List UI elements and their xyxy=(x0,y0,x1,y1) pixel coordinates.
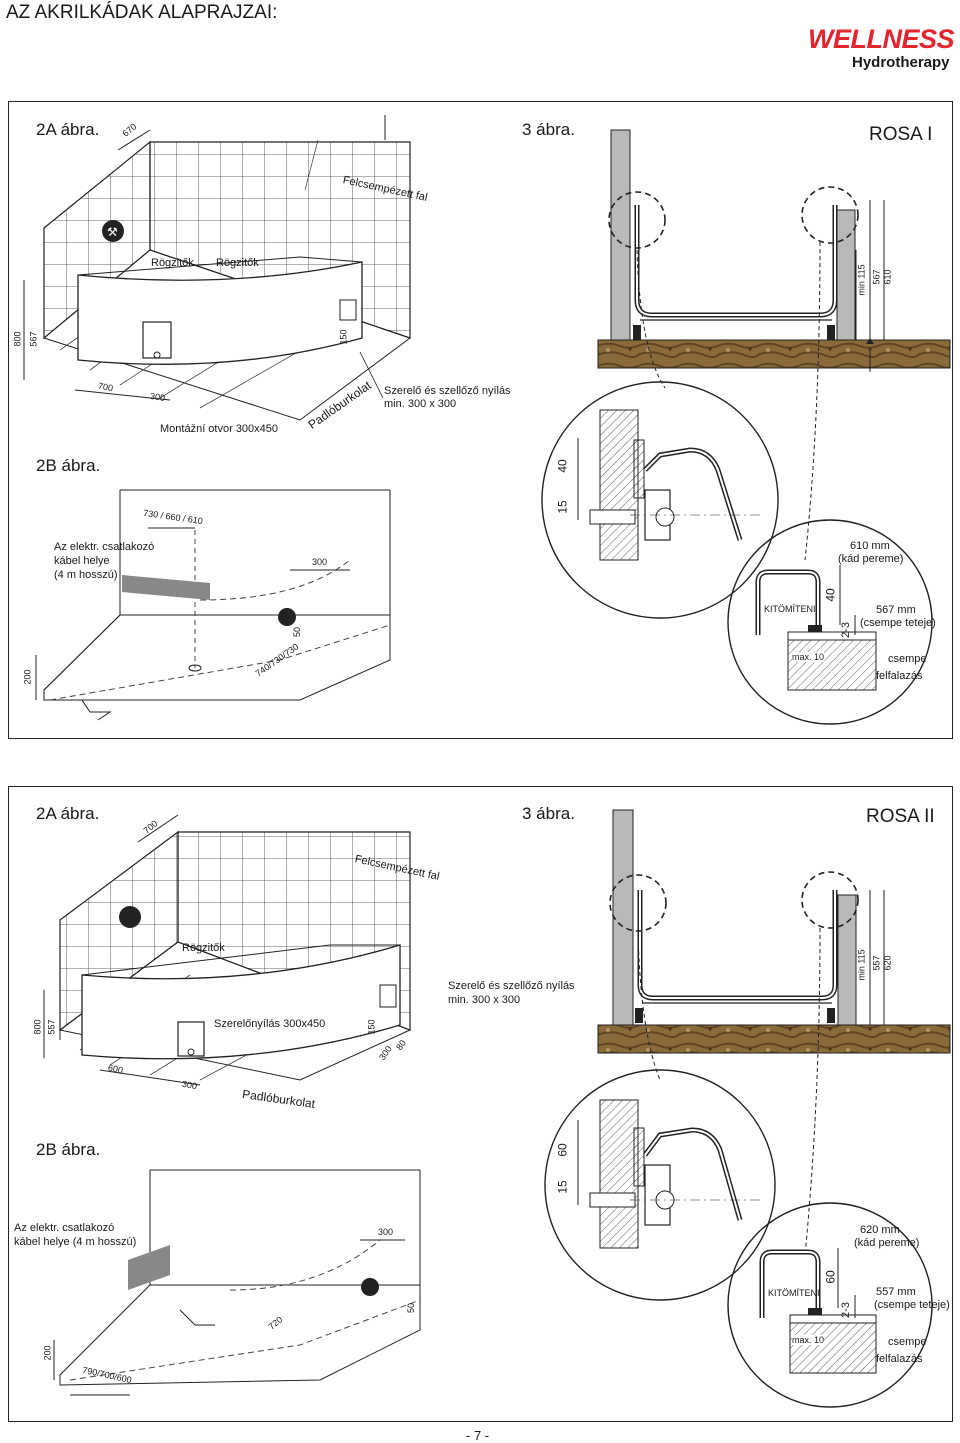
rosa-1-rim-label-2: (kád pereme) xyxy=(838,553,904,565)
rosa-1-anchors-label-1: Rögzitők xyxy=(151,257,194,269)
rosa-1-fig3-section xyxy=(597,129,951,372)
rosa-1-tile-top-label-2: (csempe teteje) xyxy=(860,617,936,629)
rosa-1-fig2a-tub: ⚒ xyxy=(77,220,363,365)
rosa-1-dim-40: 40 xyxy=(555,459,570,473)
rosa-1-panel xyxy=(8,101,953,739)
rosa-1-detail-anchor xyxy=(541,381,779,619)
rosa-1-cable-label-1: Az elektr. csatlakozó xyxy=(54,541,155,553)
rosa-2-rim-label-1: 620 mm xyxy=(860,1224,900,1236)
rosa-2-detail-anchor xyxy=(544,1069,776,1301)
rosa-1-masonry-label: felfalazás xyxy=(876,670,923,682)
rosa-2-dim-50: 50 xyxy=(406,1302,417,1314)
rosa-2-anchors-label: Rögzitők xyxy=(182,942,225,954)
rosa-1-tile-top-label-1: 567 mm xyxy=(876,604,916,616)
rosa-2-cable-label-2: kábel helye (4 m hosszú) xyxy=(14,1236,137,1248)
rosa-2-model-name: ROSA II xyxy=(866,806,935,827)
rosa-1-dim-800: 800 xyxy=(12,331,23,347)
rosa-2-dim-620: 620 xyxy=(882,955,893,971)
rosa-2-dim-150: 150 xyxy=(366,1019,377,1035)
rosa-2-panel xyxy=(8,786,953,1422)
rosa-2-fig2a-tub xyxy=(81,906,401,1060)
rosa-2-cable-label-1: Az elektr. csatlakozó xyxy=(14,1222,115,1234)
rosa-1-dim-2-3: 2-3 xyxy=(839,622,852,638)
rosa-1-dim-300a: 300 xyxy=(149,391,166,403)
rosa-2-dim-557b: 557 xyxy=(871,955,882,971)
rosa-1-dim-610: 610 xyxy=(882,269,893,285)
rosa-2-fill-label: KITÖMÍTENI xyxy=(768,1288,820,1298)
rosa-1-detail-rim xyxy=(727,519,933,725)
rosa-2-tile-label: csempe xyxy=(888,1336,927,1348)
rosa-1-dim-567: 567 xyxy=(28,331,39,347)
rosa-1-vent-label-2: min. 300 x 300 xyxy=(384,398,457,410)
rosa-2-masonry-label: felfalazás xyxy=(876,1353,923,1365)
rosa-2-tile-top-label-2: (csempe teteje) xyxy=(874,1299,950,1311)
rosa-2-dim-557: 557 xyxy=(46,1019,57,1035)
rosa-1-anchors-label-2: Rögzitők xyxy=(216,257,259,269)
rosa-2-max10: max. 10 xyxy=(792,1335,825,1345)
rosa-1-cable-label-2: kábel helye xyxy=(54,555,110,567)
rosa-2-fig2a-title: 2A ábra. xyxy=(36,804,100,823)
rosa-2-fig2b-title: 2B ábra. xyxy=(36,1140,101,1159)
rosa-2-rim-label-2: (kád pereme) xyxy=(854,1237,920,1249)
rosa-1-cable-label-3: (4 m hosszú) xyxy=(54,569,118,581)
rosa-1-model-name: ROSA I xyxy=(869,124,933,145)
rosa-2-mount-hole-label: Szerelőnyílás 300x450 xyxy=(214,1018,326,1030)
rosa-2-dim-60: 60 xyxy=(555,1143,570,1157)
rosa-1-dim-200: 200 xyxy=(22,669,33,685)
rosa-1-dim-150: 150 xyxy=(338,329,349,345)
page-title: AZ AKRILKÁDAK ALAPRAJZAI: xyxy=(6,2,278,23)
rosa-1-dim-567b: 567 xyxy=(871,269,882,285)
rosa-2-vent-label-2: min. 300 x 300 xyxy=(448,994,521,1006)
rosa-2-dim-2-3: 2-3 xyxy=(839,1302,852,1318)
rosa-1-dim-15: 15 xyxy=(555,500,570,514)
rosa-1-rim-label-1: 610 mm xyxy=(850,540,890,552)
brand-logo-subtitle: Hydrotherapy xyxy=(852,54,950,71)
rosa-1-dim-min115: min 115 xyxy=(856,264,867,296)
rosa-1-tile-label: csempe xyxy=(888,653,927,665)
rosa-2-detail-rim xyxy=(727,1202,933,1408)
rosa-1-dim-40b: 40 xyxy=(823,588,838,602)
rosa-2-dim-min115: min 115 xyxy=(856,949,867,981)
rosa-2-fig3-section xyxy=(597,809,951,1054)
rosa-2-dim-200: 200 xyxy=(42,1345,53,1361)
rosa-2-dim-15: 15 xyxy=(555,1180,570,1194)
rosa-1-fill-label: KITÖMÍTENI xyxy=(764,604,816,614)
rosa-1-fig3-title: 3 ábra. xyxy=(522,120,575,139)
rosa-1-max10: max. 10 xyxy=(792,652,825,662)
rosa-2-dim-300b: 300 xyxy=(378,1227,394,1237)
rosa-2-dim-60b: 60 xyxy=(823,1270,838,1284)
rosa-2-fig2b-outline xyxy=(59,1169,421,1386)
brand-logo: WELLNESS xyxy=(808,24,955,54)
rosa-1-dim-300b: 300 xyxy=(312,557,328,567)
rosa-2-tile-top-label-1: 557 mm xyxy=(876,1286,916,1298)
rosa-1-fig2b-title: 2B ábra. xyxy=(36,456,101,475)
rosa-1-vent-label-1: Szerelő és szellőző nyílás xyxy=(384,385,511,397)
rosa-2-fig3-title: 3 ábra. xyxy=(522,804,575,823)
rosa-1-dim-50: 50 xyxy=(292,626,303,638)
page-number: - 7 - xyxy=(466,1428,490,1443)
rosa-1-mount-hole-label: Montážní otvor 300x450 xyxy=(160,423,279,435)
rosa-1-fig2b-outline xyxy=(43,489,391,721)
svg-text:⚒: ⚒ xyxy=(107,225,118,239)
rosa-1-fig2a-title: 2A ábra. xyxy=(36,120,100,139)
rosa-2-dim-800: 800 xyxy=(32,1019,43,1035)
rosa-2-vent-label-1: Szerelő és szellőző nyílás xyxy=(448,980,575,992)
